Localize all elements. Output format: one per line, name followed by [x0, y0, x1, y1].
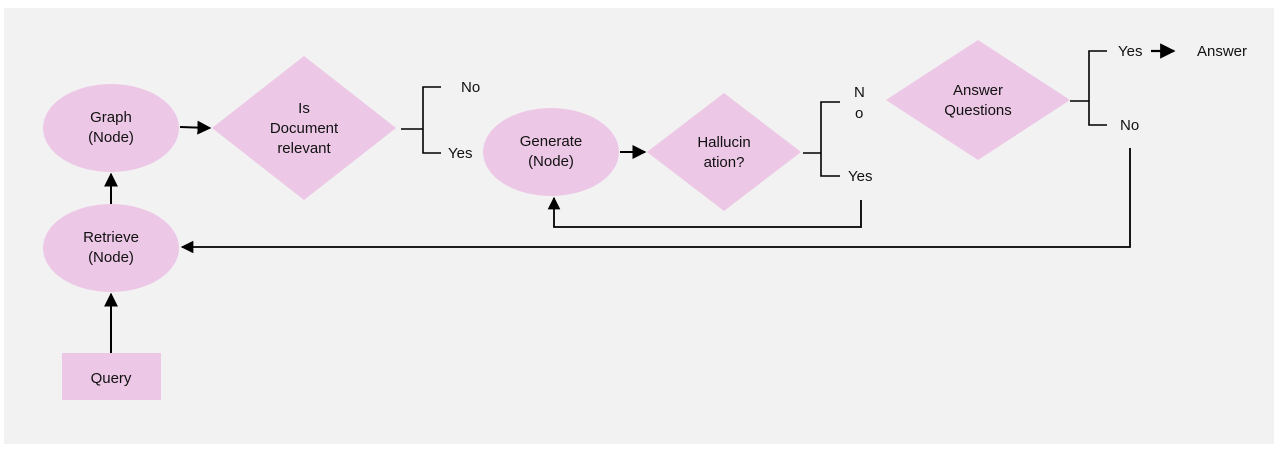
retrieve-node-label-1: Retrieve: [83, 229, 139, 246]
answer-questions-label-1: Answer: [953, 82, 1003, 99]
retrieve-node-label-2: (Node): [88, 249, 134, 266]
answer-questions-decision: [886, 40, 1070, 160]
graph-node: [43, 84, 179, 172]
diagram-background: [4, 8, 1274, 444]
hallucination-label-1: Hallucin: [697, 134, 750, 151]
retrieve-node: [43, 204, 179, 292]
relevant-label-2: Document: [270, 120, 339, 137]
answer-yes-label: Yes: [1118, 43, 1142, 60]
generate-node-label-1: Generate: [520, 133, 583, 150]
answer-questions-label-2: Questions: [944, 102, 1012, 119]
query-box: [62, 353, 161, 400]
answer-branch-bracket: [1088, 50, 1107, 126]
graph-to-relevant-arrow: [179, 120, 212, 135]
graph-node-label-2: (Node): [88, 129, 134, 146]
document-relevant-decision: [212, 56, 396, 200]
relevant-label-3: relevant: [277, 140, 331, 157]
relevant-no-label: No: [461, 79, 480, 96]
hallucination-yes-loop-arrow: [547, 196, 862, 228]
hallucination-yes-label: Yes: [848, 168, 872, 185]
relevant-branch-bracket: [422, 86, 441, 154]
generate-node: [483, 108, 619, 196]
generate-node-label-2: (Node): [528, 153, 574, 170]
query-label: Query: [91, 370, 132, 387]
relevant-label-1: Is: [298, 100, 310, 117]
graph-node-label-1: Graph: [90, 109, 132, 126]
answer-no-loop-arrow: [180, 148, 1131, 254]
hallucination-label-2: ation?: [704, 154, 745, 171]
hallucination-no-label-2: o: [855, 105, 863, 122]
relevant-yes-label: Yes: [448, 145, 472, 162]
hallucination-branch-bracket: [820, 101, 840, 177]
final-answer-label: Answer: [1197, 43, 1247, 60]
hallucination-no-label-1: N: [854, 84, 865, 101]
answer-no-label: No: [1120, 117, 1139, 134]
hallucination-decision: [647, 93, 801, 211]
